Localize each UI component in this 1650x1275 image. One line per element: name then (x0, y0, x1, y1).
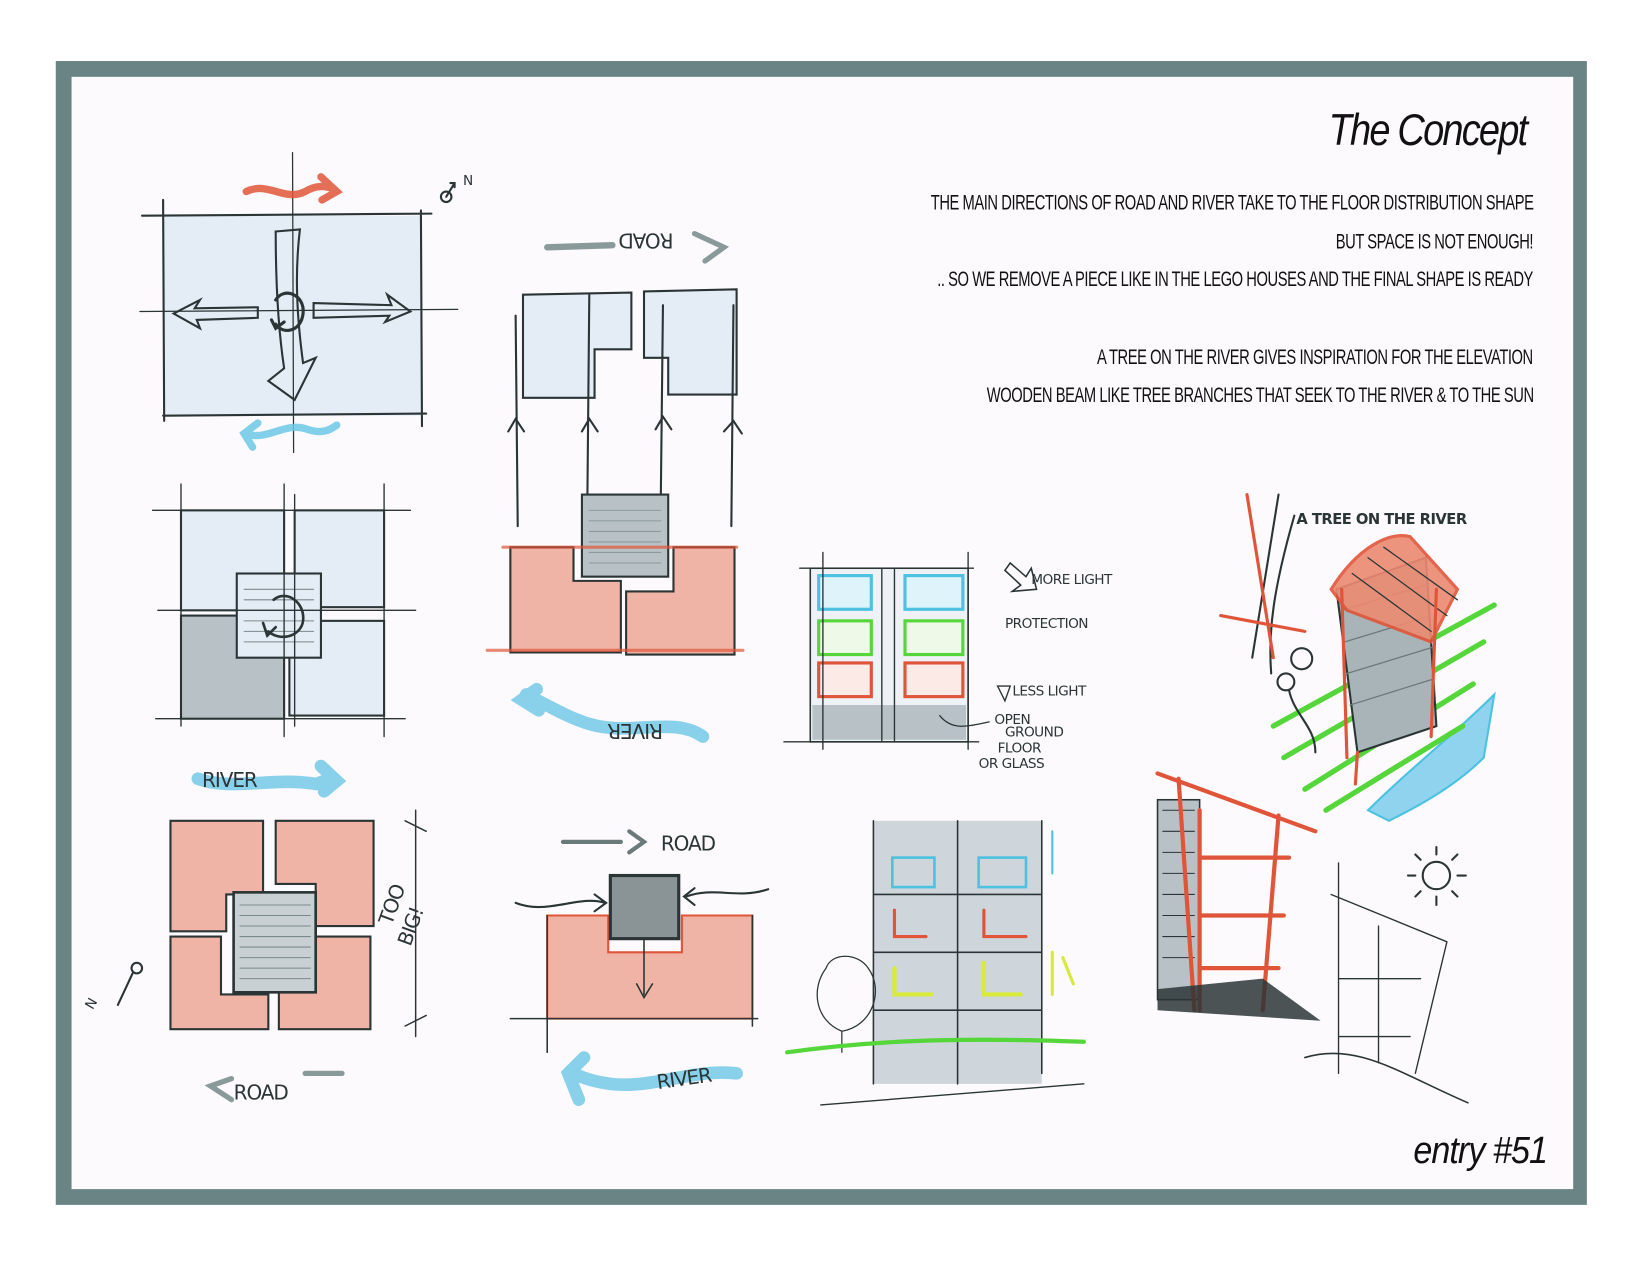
sketch-tree-on-river (1219, 493, 1497, 822)
tree-icon (816, 955, 877, 1053)
north-symbol-icon (439, 182, 456, 204)
road-label-mirrored: ROAD (619, 229, 674, 253)
person-icon (1276, 647, 1317, 754)
river-label: RIVER (202, 768, 258, 792)
north-label: N (82, 996, 101, 1012)
tree-on-river-label: A TREE ON THE RIVER (1296, 511, 1467, 528)
less-light-label: LESS LIGHT (1012, 684, 1087, 700)
open-ground-label-3: FLOOR (998, 740, 1042, 756)
arrow-south-icon (266, 228, 318, 402)
open-ground-label-2: GROUND (1005, 725, 1063, 741)
roof (1329, 534, 1460, 644)
river-arrow-blue (510, 682, 710, 743)
road-label: ROAD (234, 1081, 289, 1105)
more-light-label: MORE LIGHT (1031, 572, 1113, 588)
arrow-east-icon (312, 291, 413, 325)
sketch-section-sun (1155, 771, 1469, 1104)
open-ground-label-4: OR GLASS (979, 756, 1045, 772)
description-line: A TREE ON THE RIVER GIVES INSPIRATION FO… (1097, 345, 1534, 370)
sketch-too-big-plan: RIVER TOO BIG! N ROAD (82, 759, 428, 1105)
arrow-down-icon (1003, 561, 1038, 593)
rotation-icon (261, 594, 305, 639)
concept-description: THE MAIN DIRECTIONS OF ROAD AND RIVER TA… (672, 192, 1533, 424)
entry-label: entry #51 (1413, 1128, 1548, 1172)
sketch-elevation-light: MORE LIGHT PROTECTION LESS LIGHT OPEN GR… (783, 551, 1114, 772)
sketch-rotation-plan (151, 483, 417, 738)
north-label: N (463, 173, 473, 189)
arrow-down-small-icon (996, 685, 1012, 703)
sketch-front-elevation (785, 820, 1086, 1106)
road-arrow-gray (204, 1070, 345, 1103)
open-ground-label-1: OPEN (994, 712, 1030, 728)
description-line: .. SO WE REMOVE A PIECE LIKE IN THE LEGO… (937, 268, 1534, 292)
river-label: RIVER (655, 1063, 714, 1095)
river-arrow-blue (239, 419, 341, 451)
sketch-site-directions: N (139, 151, 473, 454)
north-symbol-icon (116, 961, 144, 1006)
arrow-west-icon (171, 297, 259, 331)
rotation-icon (269, 291, 305, 332)
sketch-final-shape: ROAD RIVER (509, 829, 770, 1106)
protection-label: PROTECTION (1005, 616, 1088, 632)
sun-icon (1406, 846, 1467, 907)
road-label: ROAD (661, 831, 716, 855)
description-line: THE MAIN DIRECTIONS OF ROAD AND RIVER TA… (930, 191, 1534, 215)
river-label-mirrored: RIVER (607, 719, 663, 743)
road-arrow-red (242, 173, 343, 204)
river-arrow-blue (560, 1051, 743, 1106)
page-title: The Concept (1328, 105, 1528, 155)
description-line: BUT SPACE IS NOT ENOUGH! (1335, 230, 1534, 254)
description-line: WOODEN BEAM LIKE TREE BRANCHES THAT SEEK… (986, 384, 1534, 408)
river-arrow-blue (191, 759, 347, 798)
sketch-floor-distribution: ROAD RIVER (485, 229, 745, 743)
